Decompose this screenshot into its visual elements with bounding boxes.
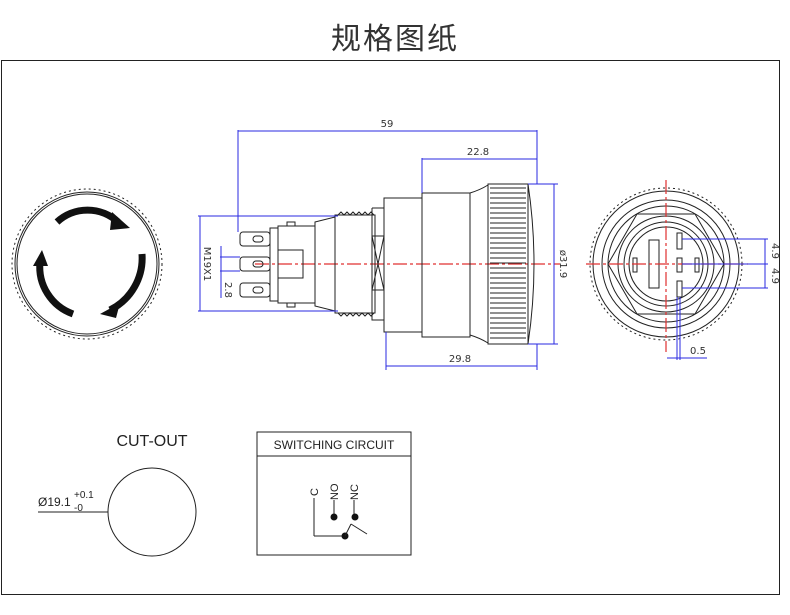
cutout-tol-minus: -0: [74, 503, 83, 514]
cutout-diameter: Ø19.1: [38, 495, 71, 509]
knurled-head: [487, 183, 535, 345]
front-view: [11, 188, 163, 340]
front-knurl-ring: [11, 188, 163, 340]
dim-label-thread: M19X1: [201, 247, 212, 282]
dim-label-59: 59: [381, 119, 394, 130]
drawing-frame: [1, 60, 780, 595]
side-view: 59 22.8 29.8 ø31.9 M19X1: [198, 119, 568, 370]
dimension-head-diameter: ø31.9: [528, 183, 568, 345]
dimension-rear-pitch: 4.9 4.9: [682, 238, 780, 289]
front-outer-circle: [14, 191, 160, 337]
terminal-no: NO: [329, 483, 341, 500]
terminal-c: C: [309, 488, 321, 496]
dimension-terminal-offset: 0.5: [667, 297, 707, 360]
cutout-heading: CUT-OUT: [116, 433, 187, 450]
rear-view: 4.9 4.9 0.5: [586, 180, 780, 360]
dimension-overall-length: 59: [237, 119, 538, 232]
dim-label-4-9-lower: 4.9: [769, 268, 780, 284]
circuit-heading: SWITCHING CIRCUIT: [274, 438, 395, 452]
circuit-symbol: C NO NC: [309, 483, 368, 540]
cutout-circle: [107, 467, 197, 557]
dimension-terminal-pitch: 2.8: [220, 246, 240, 298]
dim-label-0-5: 0.5: [690, 346, 706, 357]
rotation-arrows-icon: [33, 206, 146, 318]
dim-label-29-8: 29.8: [449, 354, 471, 365]
dimension-body-length: 29.8: [385, 332, 538, 370]
cutout-section: CUT-OUT Ø19.1 +0.1 -0: [38, 433, 197, 557]
switching-circuit-section: SWITCHING CIRCUIT C NO NC: [256, 431, 412, 556]
page-title: 规格图纸: [331, 22, 459, 57]
cutout-tol-plus: +0.1: [74, 490, 94, 501]
front-inner-circle: [16, 193, 158, 335]
dim-label-22-8: 22.8: [467, 147, 489, 158]
terminal-nc: NC: [349, 484, 361, 500]
dimension-head-length: 22.8: [421, 147, 537, 193]
dim-label-2-8: 2.8: [222, 282, 233, 298]
dimension-thread: M19X1: [198, 215, 338, 312]
thread-body: [334, 214, 376, 314]
body-collar: [383, 197, 423, 333]
dim-label-diameter: ø31.9: [557, 250, 568, 278]
head-base: [421, 192, 471, 338]
dim-label-4-9-upper: 4.9: [769, 243, 780, 259]
